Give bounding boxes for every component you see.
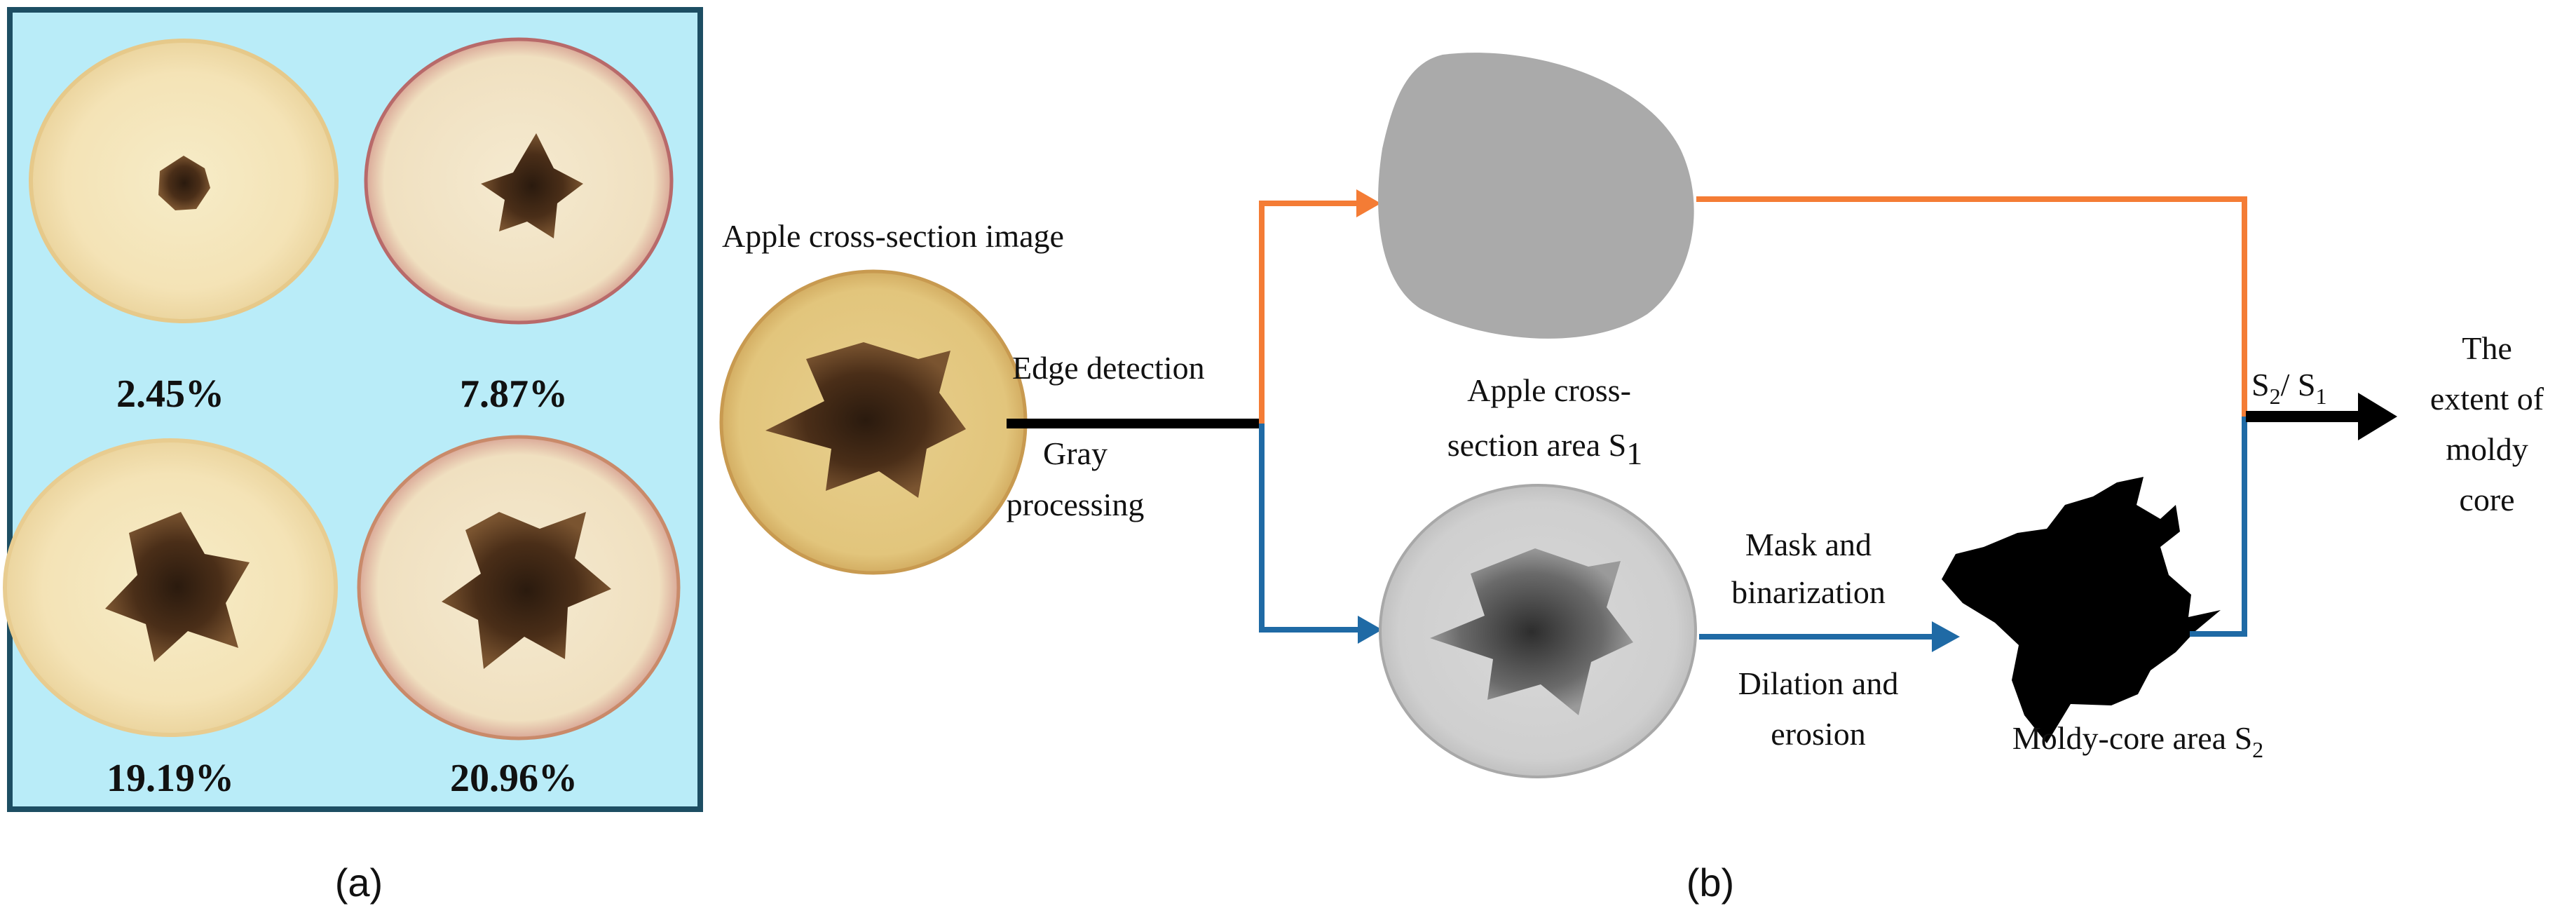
result-label-2: extent of — [2430, 381, 2544, 417]
apple-sample-3 — [3, 438, 338, 737]
gray-processing-label-2: processing — [1007, 487, 1145, 522]
result-label-3: moldy — [2446, 431, 2528, 467]
sample-2-percent: 7.87% — [460, 372, 568, 416]
blue-mask-arrow-head — [1932, 621, 1960, 652]
mask-label-2: binarization — [1731, 574, 1886, 610]
gray-processing-label-1: Gray — [1043, 435, 1108, 471]
blue-branch-line — [1259, 424, 1360, 633]
orange-return-line — [1696, 196, 2247, 417]
edge-detection-label: Edge detection — [1012, 350, 1205, 386]
dilation-label-2: erosion — [1771, 716, 1865, 752]
gray-apple-image — [1379, 484, 1697, 778]
result-label-4: core — [2459, 482, 2514, 518]
area-s1-label-2: section area S1 — [1447, 427, 1642, 471]
input-apple-image — [719, 269, 1028, 575]
apple-area-silhouette — [1378, 53, 1694, 339]
apple-sample-4 — [357, 435, 681, 740]
panel-a-tag: (a) — [335, 860, 383, 905]
orange-branch-line — [1259, 201, 1358, 424]
input-image-title: Apple cross-section image — [722, 218, 1064, 254]
blue-arrow-head — [1358, 616, 1382, 644]
moldy-core-mask — [1942, 477, 2221, 743]
sample-1-percent: 2.45% — [116, 372, 224, 416]
mask-label-1: Mask and — [1745, 527, 1872, 562]
panel-b-tag: (b) — [1686, 860, 1734, 905]
sample-3-percent: 19.19% — [107, 757, 234, 800]
area-s1-label-1: Apple cross- — [1467, 372, 1631, 408]
result-label-1: The — [2462, 330, 2512, 366]
apple-sample-2 — [364, 37, 674, 325]
apple-sample-1 — [29, 39, 339, 323]
output-arrow-head — [2358, 393, 2397, 440]
orange-arrow-head — [1356, 189, 1381, 217]
area-s2-label: Moldy-core area S2 — [2012, 720, 2263, 762]
ratio-label: S2/ S1 — [2251, 367, 2326, 409]
blue-return-line — [2190, 417, 2247, 637]
sample-4-percent: 20.96% — [450, 757, 578, 800]
dilation-label-1: Dilation and — [1738, 665, 1899, 701]
